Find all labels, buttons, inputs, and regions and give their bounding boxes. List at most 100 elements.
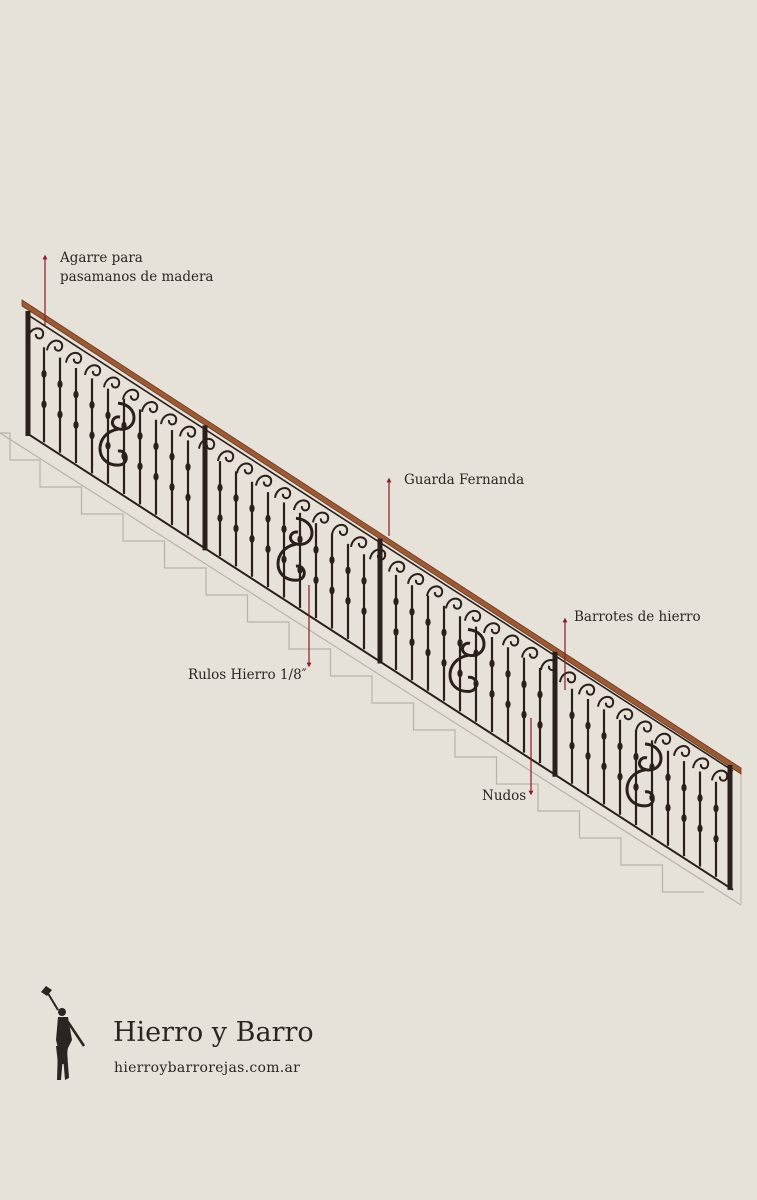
guarda-scroll: [502, 634, 520, 647]
guarda-scroll: [369, 548, 387, 561]
guarda-scroll: [179, 425, 197, 438]
guarda-scroll: [521, 646, 539, 659]
baluster-knot: [601, 762, 607, 771]
guarda-scroll: [426, 585, 444, 598]
baluster-knot: [441, 658, 447, 667]
guarda-scroll: [559, 671, 577, 684]
guarda-scroll: [711, 769, 729, 782]
guarda-scroll: [236, 462, 254, 475]
iron-curl-upper: [461, 627, 486, 657]
iron-curl-lower: [276, 542, 306, 582]
baluster-knot: [569, 711, 575, 720]
baluster-knot: [281, 555, 287, 564]
baluster-knot: [409, 607, 415, 616]
baluster-knot: [425, 648, 431, 657]
baluster-knot: [393, 597, 399, 606]
guarda-scroll: [540, 659, 558, 672]
guarda-scroll: [217, 450, 235, 463]
annotation-arrows: [42, 254, 568, 796]
iron-curl-upper: [289, 516, 314, 546]
wood-handrail: [21, 299, 742, 775]
baluster-knot: [57, 410, 63, 419]
baluster-knot: [313, 545, 319, 554]
baluster-knot: [185, 462, 191, 471]
guarda-scroll: [198, 437, 216, 450]
guarda-scroll: [65, 351, 83, 364]
baluster-knot: [297, 535, 303, 544]
baluster-knot: [665, 803, 671, 812]
baluster-knot: [617, 772, 623, 781]
guarda-scroll: [103, 376, 121, 389]
baluster-knot: [505, 669, 511, 678]
guarda-scroll: [692, 757, 710, 770]
baluster-knot: [697, 794, 703, 803]
baluster-knot: [681, 814, 687, 823]
baluster-knot: [537, 690, 543, 699]
baluster-knot: [521, 680, 527, 689]
baluster-knot: [617, 742, 623, 751]
baluster-knot: [89, 400, 95, 409]
baluster-knot: [105, 441, 111, 450]
baluster-knot: [457, 669, 463, 678]
baluster-knot: [441, 628, 447, 637]
baluster-knot: [169, 452, 175, 461]
stair-stringer: [0, 432, 742, 906]
baluster-knot: [233, 524, 239, 533]
baluster-knot: [329, 556, 335, 565]
guarda-scroll: [635, 720, 653, 733]
guarda-scroll: [122, 388, 140, 401]
guarda-scroll: [407, 573, 425, 586]
stair-outline: [0, 432, 704, 893]
baluster-knot: [697, 824, 703, 833]
baluster-knot: [41, 369, 47, 378]
baluster-knot: [665, 773, 671, 782]
baluster-knot: [681, 783, 687, 792]
guarda-scroll: [160, 413, 178, 426]
iron-curl-upper: [111, 401, 136, 431]
baluster-knot: [489, 659, 495, 668]
baluster-knot: [89, 431, 95, 440]
baluster-knot: [281, 525, 287, 534]
iron-curl-lower: [98, 427, 128, 467]
baluster-knot: [521, 710, 527, 719]
blacksmith-figure-icon: [41, 986, 86, 1080]
baluster-knot: [217, 514, 223, 523]
baluster-knot: [153, 472, 159, 481]
baluster-knot: [41, 400, 47, 409]
label-handrail-grip: Agarre para pasamanos de madera: [60, 249, 213, 287]
baluster-knot: [153, 442, 159, 451]
guarda-scroll: [350, 536, 368, 549]
guarda-scroll: [578, 683, 596, 696]
baluster-knot: [425, 618, 431, 627]
baluster-knot: [73, 420, 79, 429]
baluster-knot: [73, 390, 79, 399]
baluster-knot: [169, 483, 175, 492]
baluster-knot: [713, 804, 719, 813]
guarda-scroll: [84, 364, 102, 377]
baluster-knot: [345, 566, 351, 575]
guarda-scroll: [597, 695, 615, 708]
baluster-knot: [345, 596, 351, 605]
guarda-scroll: [274, 487, 292, 500]
baluster-knot: [185, 493, 191, 502]
baluster-knot: [393, 627, 399, 636]
baluster-knot: [313, 576, 319, 585]
guarda-scroll: [388, 560, 406, 573]
baluster-knot: [137, 431, 143, 440]
guarda-scroll: [293, 499, 311, 512]
baluster-knot: [537, 720, 543, 729]
baluster-knot: [409, 638, 415, 647]
baluster-knot: [713, 834, 719, 843]
baluster-knot: [505, 700, 511, 709]
guarda-scroll: [673, 745, 691, 758]
guarda-scroll: [331, 523, 349, 536]
label-knots: Nudos: [482, 788, 527, 804]
baluster-knot: [601, 731, 607, 740]
guarda-scroll: [654, 732, 672, 745]
label-iron-curls: Rulos Hierro 1/8″: [188, 667, 307, 683]
label-guarda-fernanda: Guarda Fernanda: [404, 472, 525, 488]
guarda-scroll: [141, 401, 159, 414]
baluster-knot: [585, 752, 591, 761]
baluster-knot: [233, 494, 239, 503]
